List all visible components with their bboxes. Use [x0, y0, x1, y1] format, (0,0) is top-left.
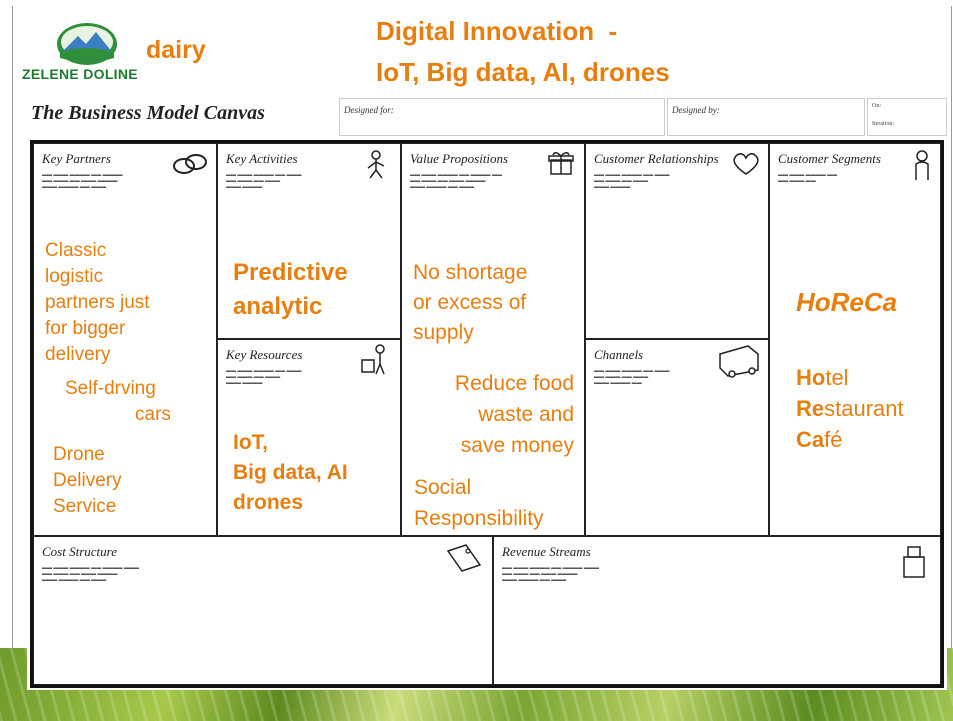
revenue-streams-block: Revenue Streams ▬▬ ▬▬▬ ▬▬▬▬ ▬▬ ▬▬▬▬ ▬▬▬▬…	[493, 536, 941, 685]
value-note-line: supply	[413, 321, 474, 344]
value-note-line: waste and	[478, 403, 574, 426]
on-label: On:	[872, 103, 881, 109]
self-driving-note-line: Self-drving	[65, 378, 156, 399]
value-note-line: Social	[414, 476, 472, 499]
cost-structure-block: Cost Structure ▬▬ ▬▬▬ ▬▬▬▬ ▬▬ ▬▬▬▬ ▬▬▬▬▬…	[33, 536, 493, 685]
key-resources-questions: ▬▬ ▬▬▬ ▬▬▬▬ ▬▬ ▬▬▬▬▬ ▬▬▬ ▬▬ ▬▬▬▬▬▬ ▬▬▬▬	[226, 368, 302, 386]
product-label: dairy	[146, 36, 206, 64]
resources-note-line: Big data, AI	[233, 461, 348, 484]
slide-border	[12, 6, 952, 686]
slide-title-line2: IoT, Big data, AI, drones	[376, 57, 670, 87]
gift-icon	[548, 152, 574, 175]
value-propositions-title: Value Propositions	[410, 151, 509, 166]
cash-register-icon	[903, 546, 925, 578]
chain-link-icon	[173, 154, 207, 174]
customer-relationships-questions: ▬▬ ▬▬▬ ▬▬▬▬ ▬▬ ▬▬▬▬▬ ▬▬▬ ▬▬ ▬▬▬▬▬▬ ▬▬▬▬	[594, 172, 670, 190]
partners-note-line: delivery	[45, 344, 111, 365]
segments-title-note: HoReCa	[796, 287, 898, 317]
customer-segments-block: Customer Segments ▬▬ ▬▬▬ ▬▬▬▬ ▬▬▬▬ ▬▬▬ ▬…	[769, 143, 941, 536]
key-resources-block: Key Resources ▬▬ ▬▬▬ ▬▬▬▬ ▬▬ ▬▬▬▬▬ ▬▬▬ ▬…	[217, 339, 401, 536]
partners-note-line: for bigger	[45, 318, 126, 339]
value-note-supply: No shortage or excess of supply	[413, 258, 527, 348]
self-driving-note: Self-drving cars	[65, 376, 171, 428]
resources-note: IoT, Big data, AI drones	[233, 428, 348, 518]
worker-icon	[367, 150, 385, 179]
drone-note: Drone Delivery Service	[53, 442, 122, 520]
revenue-streams-questions: ▬▬ ▬▬▬ ▬▬▬▬ ▬▬ ▬▬▬▬ ▬▬▬▬▬ ▬▬▬ ▬▬ ▬▬▬ ▬▬▬…	[502, 565, 599, 583]
value-note-line: Responsibility	[414, 507, 544, 530]
resources-note-line: IoT,	[233, 431, 268, 454]
customer-segments-title: Customer Segments	[778, 151, 881, 166]
partners-note: Classic logistic partners just for bigge…	[45, 238, 150, 368]
self-driving-note-line: cars	[135, 404, 171, 425]
key-partners-block: Key Partners ▬▬ ▬▬▬ ▬▬▬▬ ▬▬ ▬▬▬▬▬▬ ▬▬▬ ▬…	[33, 143, 217, 536]
customer-relationships-block: Customer Relationships ▬▬ ▬▬▬ ▬▬▬▬ ▬▬ ▬▬…	[585, 143, 769, 339]
activities-note-line: analytic	[233, 293, 323, 320]
canvas-title: The Business Model Canvas	[31, 102, 265, 124]
customer-segments-questions: ▬▬ ▬▬▬ ▬▬▬▬ ▬▬▬▬ ▬▬▬ ▬▬	[778, 172, 838, 184]
mountain-logo-icon	[57, 23, 117, 65]
value-note-line: save money	[460, 434, 574, 457]
key-resources-title: Key Resources	[226, 347, 303, 362]
segment-hotel: Hotel	[796, 365, 849, 390]
revenue-streams-title: Revenue Streams	[502, 544, 591, 559]
truck-icon	[719, 345, 759, 378]
value-propositions-block: Value Propositions ▬▬ ▬▬▬ ▬▬▬▬ ▬▬ ▬▬▬▬ ▬…	[401, 143, 585, 536]
key-activities-questions: ▬▬ ▬▬▬ ▬▬▬▬ ▬▬ ▬▬▬▬▬ ▬▬▬ ▬▬ ▬▬▬▬▬▬ ▬▬▬▬	[226, 172, 302, 190]
partners-note-line: partners just	[45, 292, 150, 313]
customer-relationships-title: Customer Relationships	[594, 151, 719, 166]
person-icon	[915, 150, 929, 180]
value-note-line: Reduce food	[454, 372, 574, 395]
worker-icon	[361, 344, 385, 375]
drone-note-line: Drone	[53, 444, 105, 465]
business-model-canvas: The Business Model Canvas Designed for: …	[27, 96, 947, 690]
channels-questions: ▬▬ ▬▬▬ ▬▬▬▬ ▬▬ ▬▬▬▬▬ ▬▬▬ ▬▬ ▬▬▬▬▬▬ ▬▬▬▬ …	[594, 368, 670, 386]
channels-block: Channels ▬▬ ▬▬▬ ▬▬▬▬ ▬▬ ▬▬▬▬▬ ▬▬▬ ▬▬ ▬▬▬…	[585, 339, 769, 536]
drone-note-line: Delivery	[53, 470, 122, 491]
key-activities-title: Key Activities	[226, 151, 298, 166]
iteration-label: Iteration:	[872, 121, 894, 127]
partners-note-line: logistic	[45, 266, 104, 287]
key-partners-questions: ▬▬ ▬▬▬ ▬▬▬▬ ▬▬ ▬▬▬▬▬▬ ▬▬▬ ▬▬ ▬▬▬ ▬▬▬▬▬▬▬…	[42, 172, 123, 190]
key-partners-title: Key Partners	[42, 151, 111, 166]
activities-note: Predictive analytic	[233, 256, 348, 324]
value-note-line: No shortage	[413, 261, 528, 284]
partners-note-line: Classic	[45, 240, 107, 261]
cost-structure-title: Cost Structure	[42, 544, 117, 559]
activities-note-line: Predictive	[233, 259, 348, 286]
key-activities-block: Key Activities ▬▬ ▬▬▬ ▬▬▬▬ ▬▬ ▬▬▬▬▬ ▬▬▬ …	[217, 143, 401, 339]
designed-by-box: Designed by:	[667, 98, 865, 136]
canvas-grid: Key Partners ▬▬ ▬▬▬ ▬▬▬▬ ▬▬ ▬▬▬▬▬▬ ▬▬▬ ▬…	[30, 140, 944, 688]
date-box: On: Iteration:	[867, 98, 947, 136]
brand-name: ZELENE DOLINE	[22, 66, 138, 82]
segments-note: Hotel Restaurant Café	[796, 362, 904, 455]
designed-for-box: Designed for:	[339, 98, 665, 136]
segment-restaurant: Restaurant	[796, 396, 904, 421]
value-note-waste: Reduce food waste and save money	[422, 368, 574, 461]
designed-for-label: Designed for:	[344, 105, 394, 115]
value-note-line: or excess of	[413, 291, 527, 314]
value-note-social: Social Responsibility	[414, 472, 544, 534]
segment-cafe: Café	[796, 427, 843, 452]
value-propositions-questions: ▬▬ ▬▬▬ ▬▬▬▬ ▬▬ ▬▬▬▬ ▬▬▬▬ ▬▬▬ ▬▬ ▬▬▬ ▬▬▬▬…	[410, 172, 502, 190]
cost-structure-questions: ▬▬ ▬▬▬ ▬▬▬▬ ▬▬ ▬▬▬▬ ▬▬▬▬▬ ▬▬▬ ▬▬ ▬▬▬ ▬▬▬…	[42, 565, 139, 583]
channels-title: Channels	[594, 347, 644, 362]
heart-icon	[733, 153, 759, 175]
slide-title-line1: Digital Innovation -	[376, 16, 618, 46]
drone-note-line: Service	[53, 496, 117, 517]
resources-note-line: drones	[233, 491, 304, 514]
price-tag-icon	[446, 544, 482, 572]
designed-by-label: Designed by:	[672, 105, 720, 115]
